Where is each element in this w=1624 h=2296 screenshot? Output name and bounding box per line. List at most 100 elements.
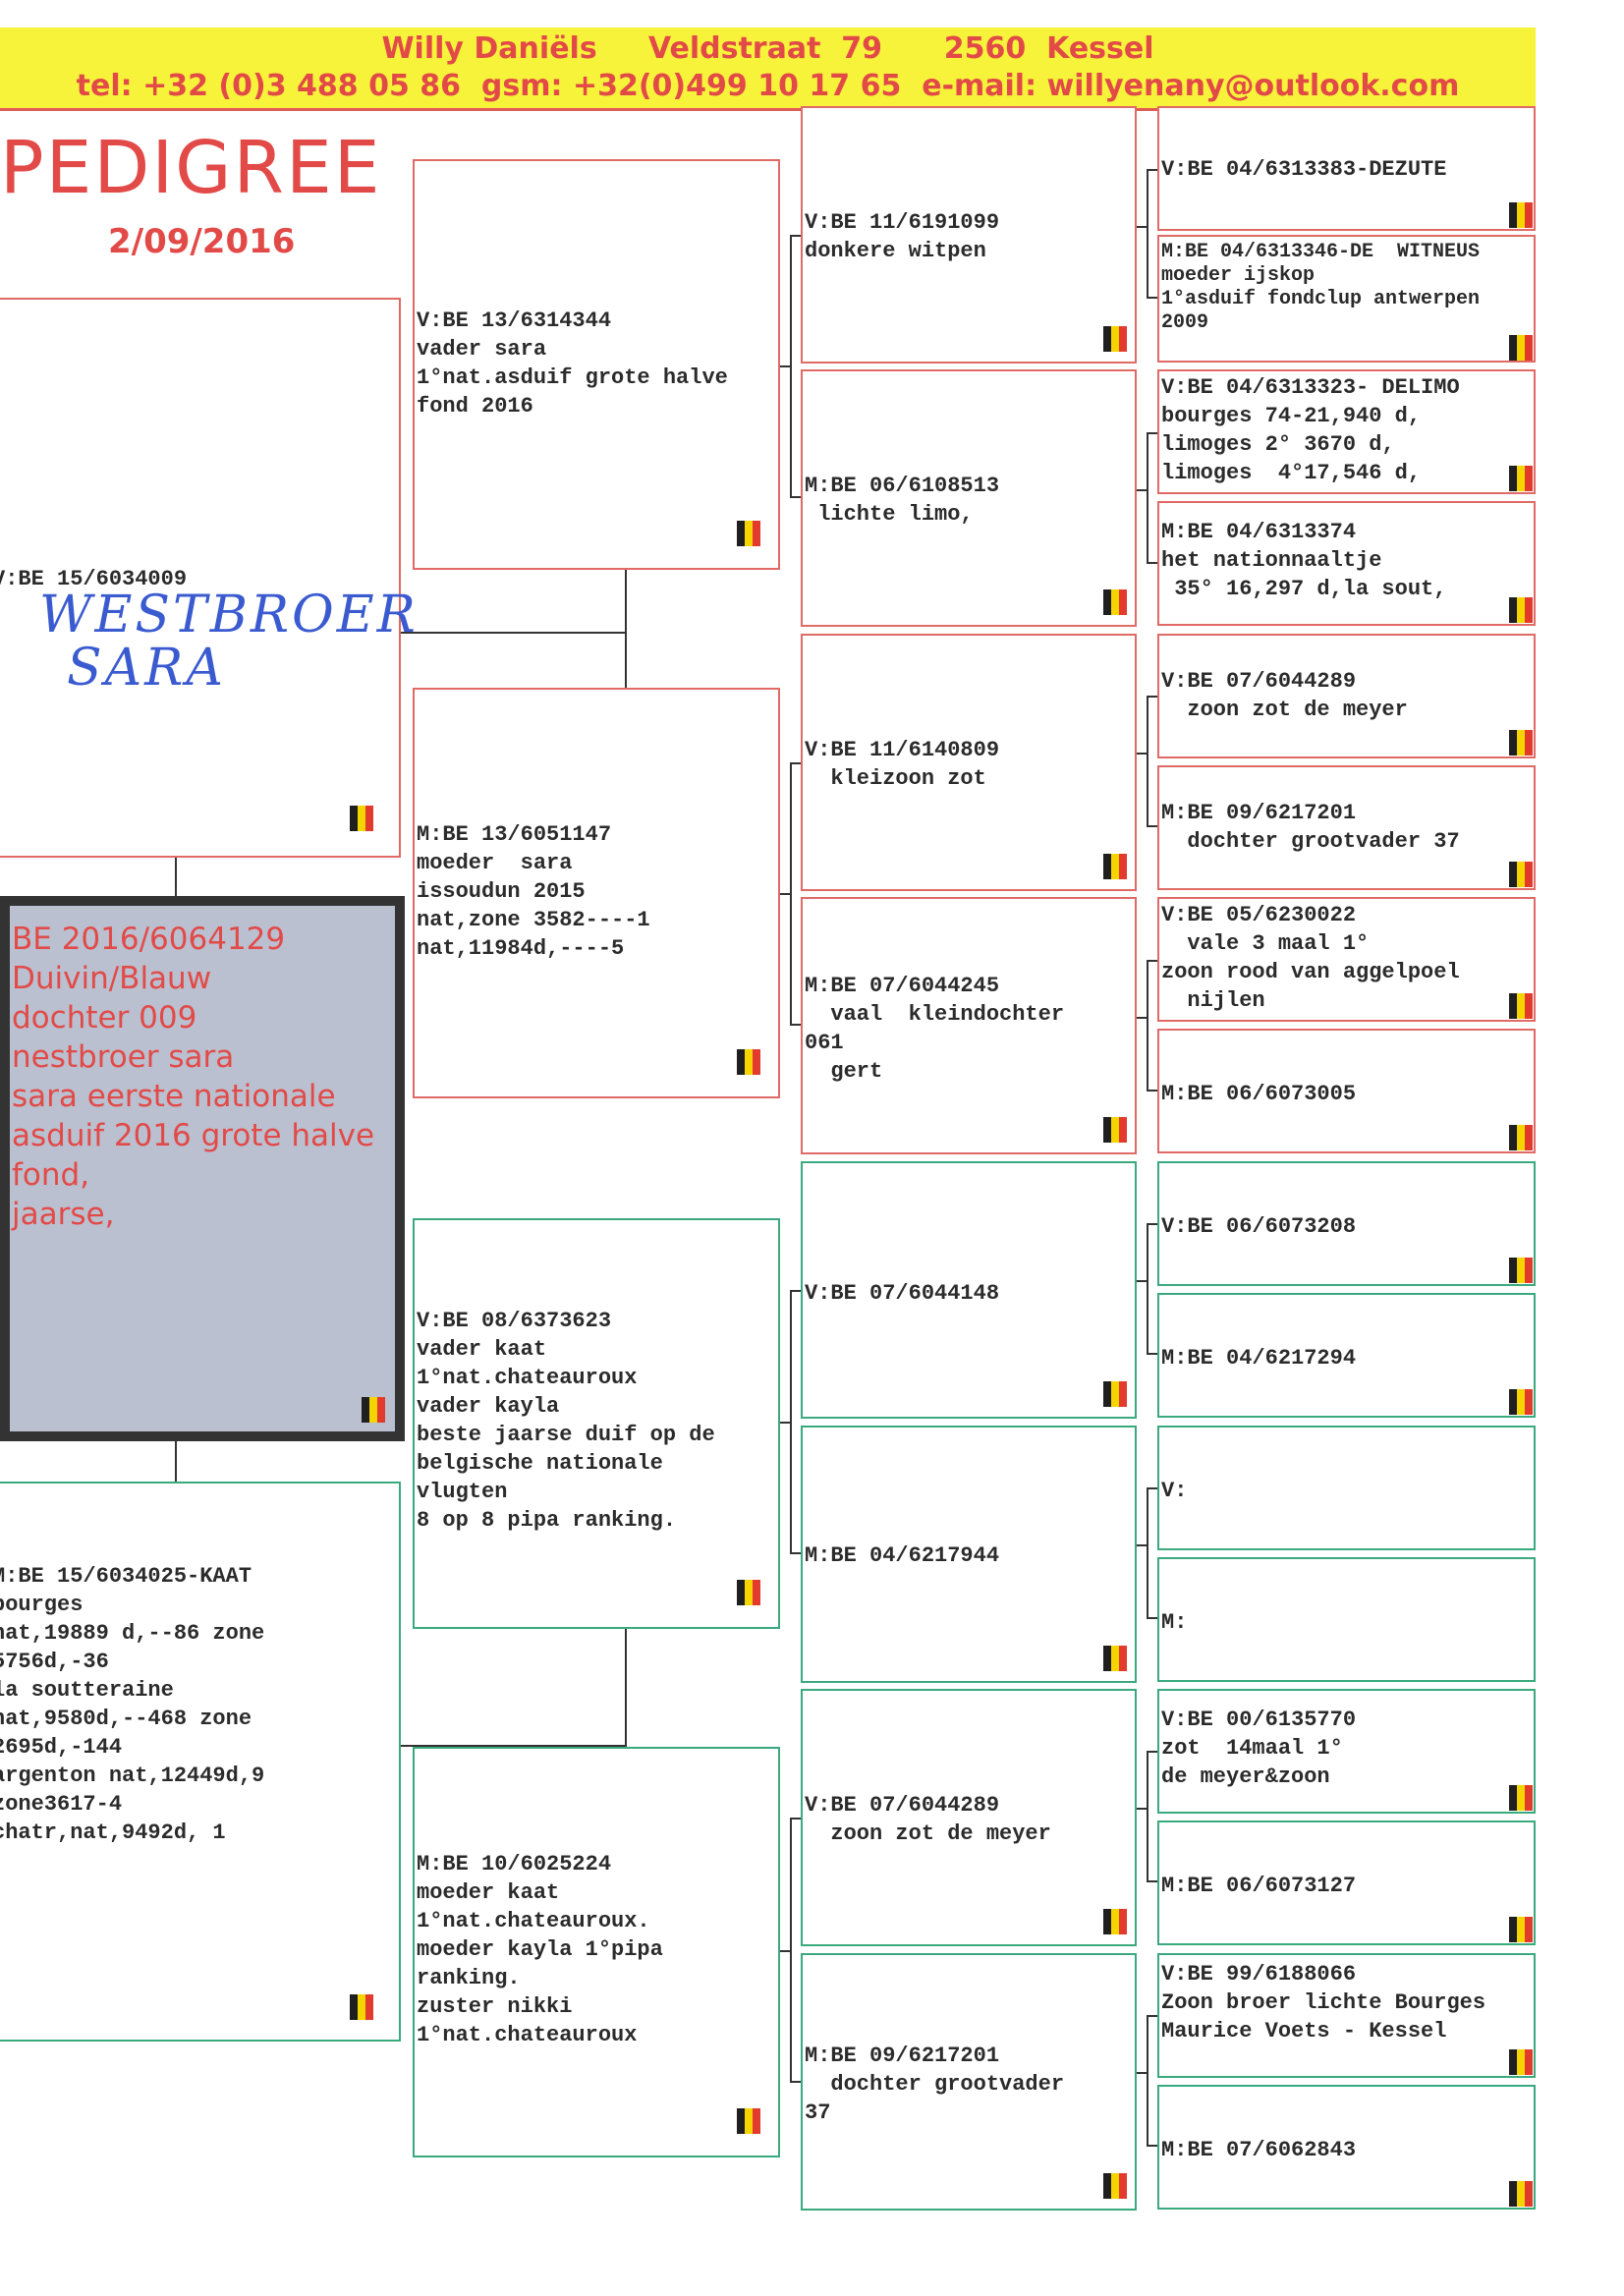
gen4-text-11: V: <box>1161 1479 1188 1503</box>
connector-line <box>1147 1487 1148 1619</box>
connector-line <box>1147 1751 1157 1753</box>
gen3-text-2: M:BE 06/6108513 lichte limo, <box>805 474 1000 527</box>
connector-line <box>1147 297 1157 299</box>
connector-line <box>175 858 177 896</box>
connector-line <box>1147 1487 1157 1489</box>
gen4-text-7: V:BE 05/6230022 vale 3 maal 1° zoon rood… <box>1161 903 1460 1013</box>
gen4-box-10: M:BE 04/6217294 <box>1157 1293 1536 1418</box>
belgium-flag-icon <box>737 1580 760 1605</box>
connector-line <box>1147 1880 1157 1882</box>
belgium-flag-icon <box>1509 1125 1533 1150</box>
connector-line <box>1137 489 1148 491</box>
gen4-text-14: M:BE 06/6073127 <box>1161 1874 1357 1898</box>
connector-line <box>1137 1017 1148 1019</box>
gen3-text-7: V:BE 07/6044289 zoon zot de meyer <box>805 1793 1051 1846</box>
connector-line <box>1147 562 1157 564</box>
gen4-box-12: M: <box>1157 1557 1536 1682</box>
gen4-box-8: M:BE 06/6073005 <box>1157 1029 1536 1153</box>
connector-line <box>1147 960 1148 1092</box>
belgium-flag-icon <box>1103 326 1127 352</box>
connector-line <box>790 1552 801 1554</box>
belgium-flag-icon <box>1509 2181 1533 2207</box>
connector-line <box>780 893 792 895</box>
belgium-flag-icon <box>1509 1389 1533 1415</box>
belgium-flag-icon <box>1103 1117 1127 1143</box>
gen4-text-1: V:BE 04/6313383-DEZUTE <box>1161 157 1447 182</box>
connector-line <box>1147 696 1148 827</box>
connector-line <box>1137 1280 1148 1282</box>
gen3-box-7: V:BE 07/6044289 zoon zot de meyer <box>801 1689 1137 1946</box>
connector-line <box>780 1950 792 1952</box>
belgium-flag-icon <box>350 806 373 831</box>
gen4-box-7: V:BE 05/6230022 vale 3 maal 1° zoon rood… <box>1157 897 1536 1022</box>
gen4-box-11: V: <box>1157 1426 1536 1550</box>
gen3-box-3: V:BE 11/6140809 kleizoon zot <box>801 634 1137 891</box>
connector-line <box>1137 226 1148 228</box>
gen4-text-15: V:BE 99/6188066 Zoon broer lichte Bourge… <box>1161 1962 1486 2044</box>
gen3-text-8: M:BE 09/6217201 dochter grootvader 37 <box>805 2044 1065 2125</box>
gen3-box-6: M:BE 04/6217944 <box>801 1426 1137 1683</box>
gen2-box-3: V:BE 08/6373623 vader kaat 1°nat.chateau… <box>413 1218 780 1629</box>
gen2-box-2: M:BE 13/6051147 moeder sara issoudun 201… <box>413 688 780 1098</box>
belgium-flag-icon <box>737 521 760 546</box>
connector-line <box>1147 1223 1148 1355</box>
pedigree-date: 2/09/2016 <box>108 222 296 261</box>
connector-line <box>1147 432 1157 434</box>
belgium-flag-icon <box>737 2108 760 2134</box>
belgium-flag-icon <box>1509 2049 1533 2075</box>
belgium-flag-icon <box>1103 589 1127 615</box>
connector-line <box>790 762 792 1026</box>
contact-header: Willy Daniëls Veldstraat 79 2560 Kessel … <box>0 28 1536 111</box>
belgium-flag-icon <box>1509 597 1533 623</box>
connector-line <box>1147 1223 1157 1225</box>
connector-line <box>790 496 801 498</box>
belgium-flag-icon <box>1509 202 1533 228</box>
connector-line <box>1147 2015 1148 2147</box>
gen4-text-12: M: <box>1161 1610 1188 1635</box>
connector-line <box>1147 1751 1148 1882</box>
belgium-flag-icon <box>1509 335 1533 361</box>
gen3-text-5: V:BE 07/6044148 <box>805 1281 1000 1306</box>
gen4-box-14: M:BE 06/6073127 <box>1157 1820 1536 1945</box>
gen4-text-9: V:BE 06/6073208 <box>1161 1214 1357 1239</box>
connector-line <box>1147 1353 1157 1355</box>
connector-line <box>1137 2072 1148 2074</box>
belgium-flag-icon <box>1509 1917 1533 1942</box>
gen4-box-2: M:BE 04/6313346-DE WITNEUS moeder ijskop… <box>1157 235 1536 363</box>
gen3-text-6: M:BE 04/6217944 <box>805 1543 1000 1568</box>
connector-line <box>1147 432 1148 564</box>
connector-line <box>790 1818 792 2083</box>
gen4-text-4: M:BE 04/6313374 het nationnaaltje 35° 16… <box>1161 520 1447 601</box>
connector-line <box>790 1290 801 1292</box>
gen2-text-2: M:BE 13/6051147 moeder sara issoudun 201… <box>417 822 650 961</box>
handwritten-westbroer: WESTBROER <box>39 586 419 644</box>
gen4-text-8: M:BE 06/6073005 <box>1161 1082 1357 1106</box>
gen4-text-2: M:BE 04/6313346-DE WITNEUS moeder ijskop… <box>1161 241 1481 334</box>
belgium-flag-icon <box>350 1994 373 2020</box>
belgium-flag-icon <box>737 1049 760 1075</box>
connector-line <box>401 1745 627 1747</box>
gen1-mother-box: M:BE 15/6034025-KAAT bourges nat,19889 d… <box>0 1482 401 2042</box>
connector-line <box>1147 696 1157 698</box>
belgium-flag-icon <box>1103 1909 1127 1934</box>
gen4-box-6: M:BE 09/6217201 dochter grootvader 37 <box>1157 765 1536 890</box>
gen2-text-4: M:BE 10/6025224 moeder kaat 1°nat.chatea… <box>417 1852 663 2047</box>
belgium-flag-icon <box>1509 466 1533 491</box>
belgium-flag-icon <box>1509 993 1533 1019</box>
connector-line <box>780 365 792 367</box>
connector-line <box>625 570 627 688</box>
belgium-flag-icon <box>1103 1381 1127 1407</box>
gen3-box-8: M:BE 09/6217201 dochter grootvader 37 <box>801 1953 1137 2211</box>
connector-line <box>1137 753 1148 755</box>
belgium-flag-icon <box>1509 1258 1533 1283</box>
belgium-flag-icon <box>1509 1785 1533 1811</box>
connector-line <box>1137 1808 1148 1810</box>
gen1-father-text: V:BE 15/6034009 <box>0 567 188 591</box>
connector-line <box>790 235 792 498</box>
gen4-box-5: V:BE 07/6044289 zoon zot de meyer <box>1157 634 1536 758</box>
gen1-mother-text: M:BE 15/6034025-KAAT bourges nat,19889 d… <box>0 1564 265 1845</box>
connector-line <box>1137 1544 1148 1546</box>
gen4-text-5: V:BE 07/6044289 zoon zot de meyer <box>1161 669 1408 722</box>
connector-line <box>175 1441 177 1482</box>
belgium-flag-icon <box>1103 854 1127 879</box>
